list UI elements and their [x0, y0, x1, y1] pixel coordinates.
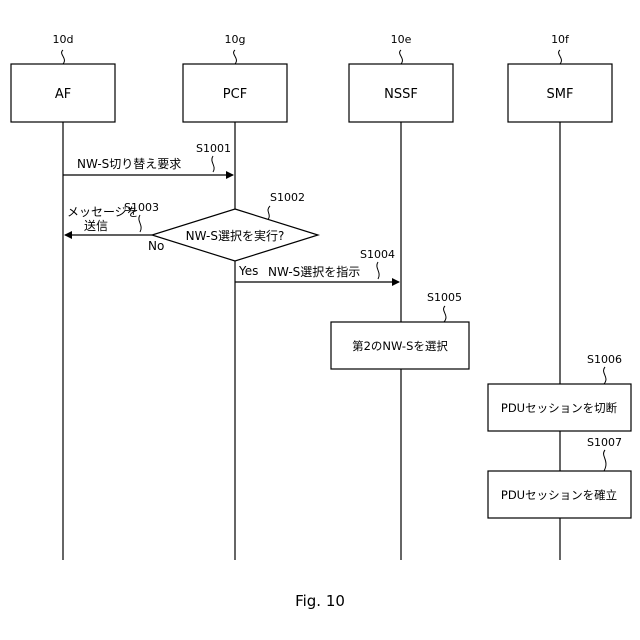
branch-yes-label: Yes: [238, 264, 258, 278]
entity-af-label: AF: [55, 87, 71, 102]
entity-nssf-ref: 10e: [391, 33, 412, 46]
process-s1005-label: 第2のNW-Sを選択: [352, 339, 448, 353]
message-s1001-leader: [212, 156, 214, 172]
entity-pcf: 10g PCF: [183, 33, 287, 122]
entity-pcf-ref: 10g: [225, 33, 246, 46]
entity-smf-ref: 10f: [551, 33, 570, 46]
entity-pcf-label: PCF: [223, 87, 247, 102]
figure-caption: Fig. 10: [295, 592, 345, 610]
message-s1004-step: S1004: [360, 248, 395, 261]
message-s1004-label: NW-S選択を指示: [268, 264, 360, 279]
message-s1001-step: S1001: [196, 142, 231, 155]
entity-af-ref: 10d: [53, 33, 74, 46]
branch-no-label: No: [148, 239, 164, 253]
process-s1005: S1005 第2のNW-Sを選択: [331, 291, 469, 369]
process-s1005-leader: [444, 306, 446, 322]
message-s1004-leader: [377, 262, 379, 279]
message-s1003-text-line2: 送信: [84, 218, 108, 233]
entity-af-leader: [62, 50, 65, 64]
process-s1006-step: S1006: [587, 353, 622, 366]
entity-smf-label: SMF: [547, 87, 574, 102]
process-s1007-step: S1007: [587, 436, 622, 449]
decision-s1002-label: NW-S選択を実行?: [186, 228, 285, 243]
message-s1003-leader: [139, 215, 141, 232]
entity-pcf-leader: [234, 50, 237, 64]
entity-nssf-leader: [400, 50, 403, 64]
entity-af: 10d AF: [11, 33, 115, 122]
message-s1001: S1001 NW-S切り替え要求: [63, 142, 233, 175]
process-s1005-step: S1005: [427, 291, 462, 304]
process-s1007-label: PDUセッションを確立: [501, 488, 617, 502]
message-s1003: メッセージを 送信 S1003 No: [65, 201, 164, 253]
message-s1001-label: NW-S切り替え要求: [77, 157, 181, 171]
decision-s1002-step: S1002: [270, 191, 305, 204]
entity-smf-leader: [559, 50, 562, 64]
entity-nssf-label: NSSF: [384, 87, 418, 102]
process-s1007-leader: [604, 450, 606, 471]
entity-nssf: 10e NSSF: [349, 33, 453, 122]
message-s1003-step: S1003: [124, 201, 159, 214]
process-s1006-label: PDUセッションを切断: [501, 401, 618, 415]
entity-smf: 10f SMF: [508, 33, 612, 122]
process-s1006-leader: [604, 367, 606, 384]
